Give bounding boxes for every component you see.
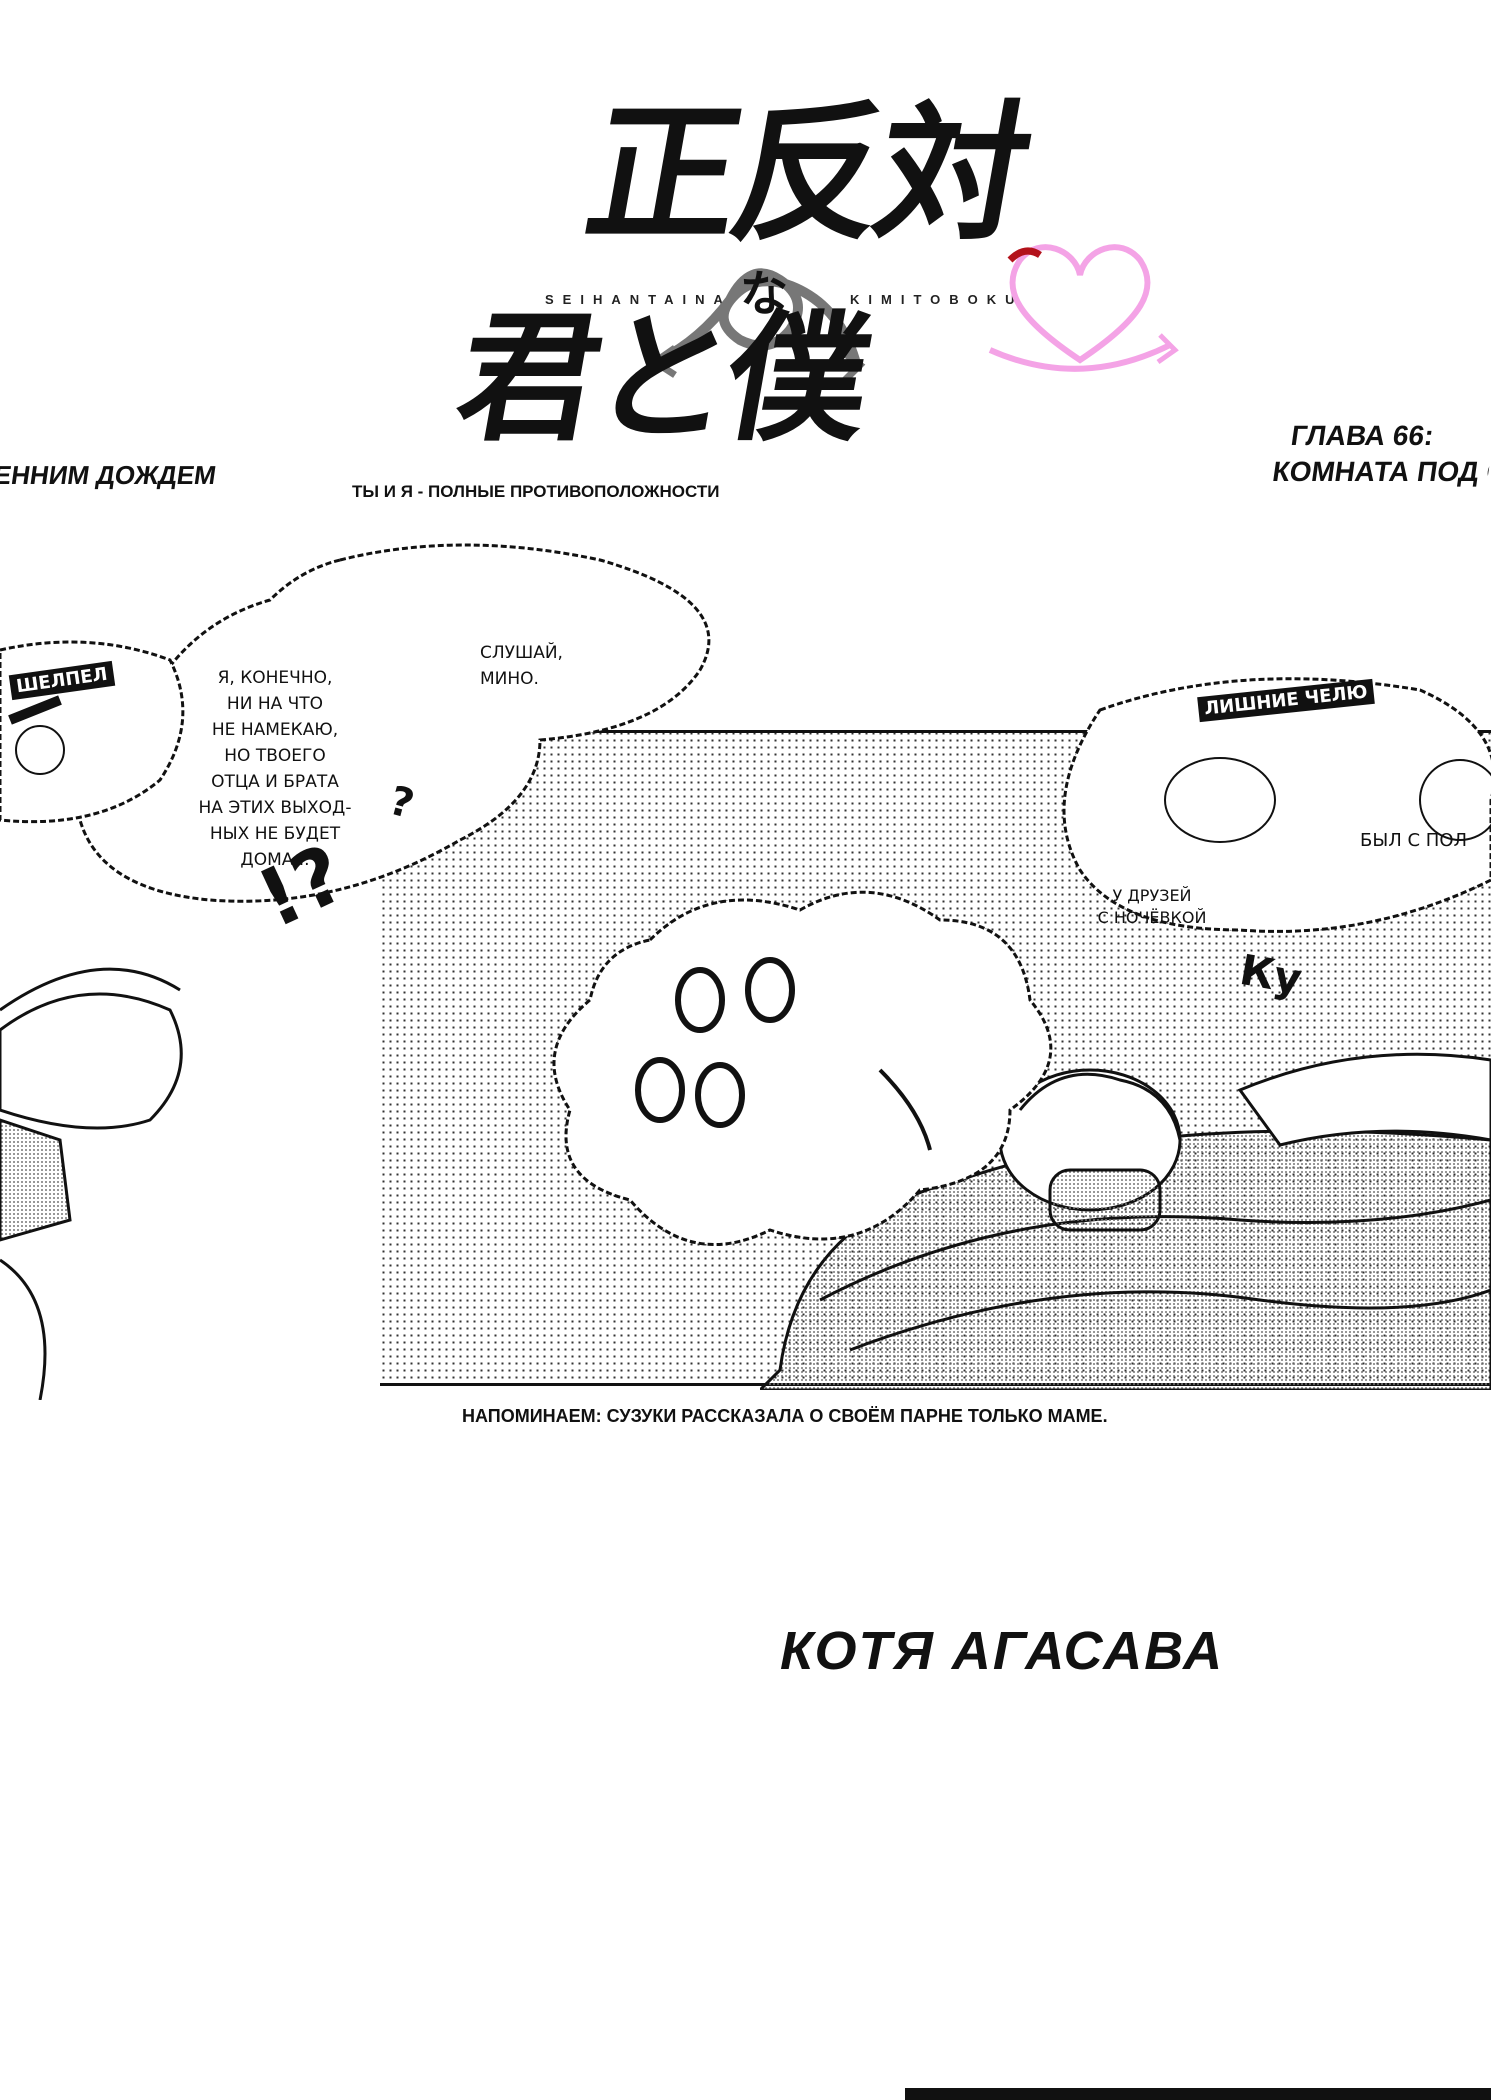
thought-bubble-right xyxy=(1062,677,1491,933)
eyes-thought-cloud xyxy=(552,890,1053,1246)
logo-latin-left: SEIHANTAINA xyxy=(545,292,732,307)
right-sub-text: У ДРУЗЕЙ С НОЧЁВКОЙ xyxy=(1097,886,1207,927)
sfx-ku: Ку xyxy=(1236,945,1306,1004)
bottom-bar xyxy=(905,2088,1491,2100)
logo-top-kanji: 正反対 xyxy=(574,88,1038,262)
author-name: КОТЯ АГАСАВА xyxy=(780,1621,1225,1681)
left-figure-illustration xyxy=(0,967,183,1400)
right-side-text: БЫЛ С ПОЛ xyxy=(1360,830,1468,851)
bubble-main-text: Я, КОНЕЧНО, НИ НА ЧТО НЕ НАМЕКАЮ, НО ТВО… xyxy=(198,668,352,870)
chapter-number: ГЛАВА 66: xyxy=(1289,420,1436,451)
logo-bottom-kanji: 君と僕 xyxy=(445,298,877,461)
manga-panel: Я, КОНЕЧНО, НИ НА ЧТО НЕ НАМЕКАЮ, НО ТВО… xyxy=(0,540,1491,1400)
bubble-side-text: СЛУШАЙ, МИНО. xyxy=(480,643,563,689)
series-tagline: ТЫ И Я - ПОЛНЫЕ ПРОТИВОПОЛОЖНОСТИ xyxy=(352,482,720,501)
panel-caption: НАПОМИНАЕМ: СУЗУКИ РАССКАЗАЛА О СВОЁМ ПА… xyxy=(462,1406,1108,1426)
logo-middle-kanji: な xyxy=(740,266,788,322)
heart-icon xyxy=(988,244,1179,372)
chapter-title: ГЛАВА 66: КОМНАТА ПОД ОС xyxy=(1156,418,1491,490)
logo-latin-right: KIMITOBOKU xyxy=(850,292,1024,307)
chapter-name: КОМНАТА ПОД ОС xyxy=(1270,456,1491,487)
logo-swirl-icon xyxy=(648,268,866,383)
series-logo: 正反対 SEIHANTAINA KIMITOBOKU な 君と僕 xyxy=(420,88,1200,480)
sleeping-figure-illustration xyxy=(760,1052,1491,1390)
left-label-bubble xyxy=(0,640,185,824)
chapter-name-continuation: ЕННИМ ДОЖДЕМ xyxy=(0,460,219,490)
